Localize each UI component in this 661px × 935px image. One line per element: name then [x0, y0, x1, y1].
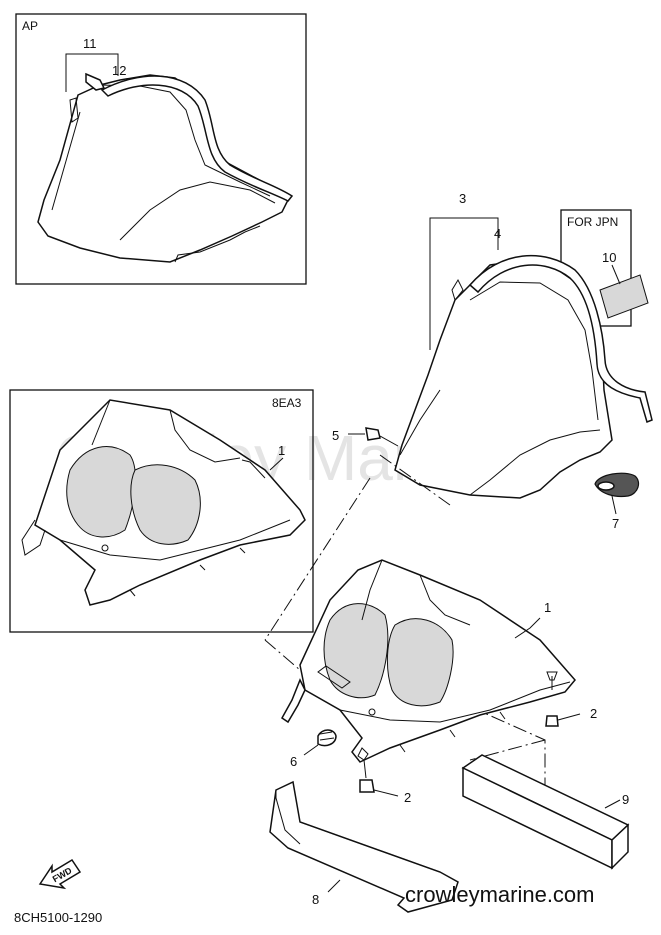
- seal-part-8: 8: [269, 780, 459, 913]
- callout-12: 12: [112, 63, 126, 78]
- diagram-code: 8CH5100-1290: [14, 910, 102, 925]
- fwd-arrow-icon: FWD: [38, 858, 82, 890]
- ap-box-label: AP: [22, 19, 38, 33]
- callout-2-bottom: 2: [404, 790, 411, 805]
- decal-part-10: [599, 274, 649, 319]
- trim-strip-part-4: [468, 254, 653, 424]
- foam-block-part-9: 9: [461, 754, 630, 870]
- 8ea3-box-label: 8EA3: [272, 396, 302, 410]
- screw-part-5: 5: [332, 427, 399, 447]
- callout-4: 4: [494, 226, 501, 241]
- callout-5: 5: [332, 428, 339, 443]
- bolt-part-2-bottom: 2: [357, 747, 411, 805]
- callout-1-main: 1: [544, 600, 551, 615]
- ap-inset-box: AP 11 12: [15, 13, 307, 285]
- bolt-part-2-right: 2: [545, 671, 597, 727]
- callout-8: 8: [312, 892, 319, 907]
- callout-7: 7: [612, 516, 619, 531]
- grommet-part-7: 7: [594, 472, 640, 531]
- 8ea3-inset-box: 8EA3 1: [9, 389, 314, 633]
- watermark-bottom: crowleymarine.com: [405, 882, 595, 907]
- cowling-8ea3: [21, 399, 306, 606]
- callout-11: 11: [83, 36, 97, 51]
- for-jpn-label: FOR JPN: [567, 215, 618, 229]
- callout-1-inset: 1: [278, 443, 285, 458]
- callout-9: 9: [622, 792, 629, 807]
- callout-10: 10: [602, 250, 616, 265]
- cowling-main: [281, 559, 576, 763]
- for-jpn-box: FOR JPN 10: [560, 209, 649, 327]
- callout-6: 6: [290, 754, 297, 769]
- strip-part-11: [100, 75, 294, 202]
- strip-part-12: [85, 72, 106, 91]
- callout-3: 3: [459, 191, 466, 206]
- callout-2-right: 2: [590, 706, 597, 721]
- grommet-part-6: 6: [290, 729, 337, 769]
- windshield-ap: [37, 74, 289, 263]
- windshield-main: [394, 259, 613, 499]
